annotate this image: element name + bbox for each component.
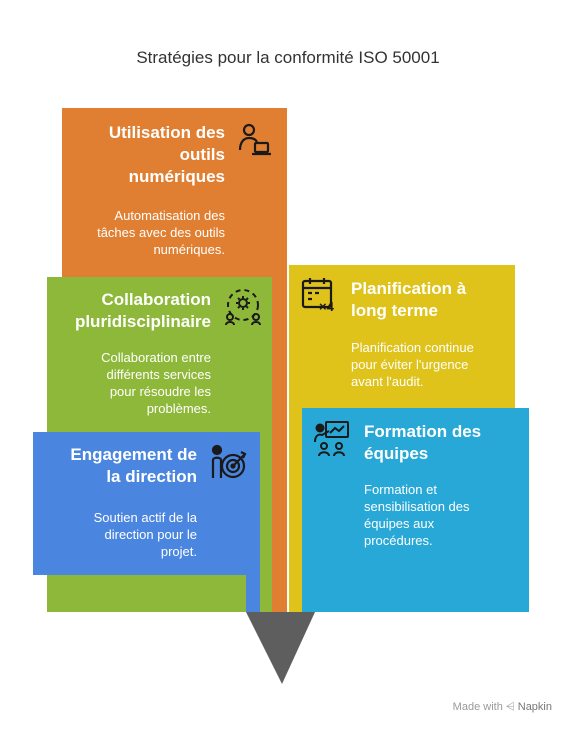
card-planification-description: Planification continue pour éviter l'urg… [351,340,474,389]
calendar-x4-icon: ×4 [301,278,335,314]
card-formation-description: Formation et sensibilisation des équipes… [364,482,470,548]
svg-text:×4: ×4 [319,299,335,314]
card-formation-title: Formation des équipes [364,422,482,463]
card-engagement-description: Soutien actif de la direction pour le pr… [93,510,197,559]
person-target-icon [211,444,247,479]
diagram-title: Stratégies pour la conformité ISO 50001 [136,48,440,67]
napkin-logo-icon: ⩤ [505,701,515,713]
card-outils-description: Automatisation des tâches avec des outil… [97,208,225,257]
card-collaboration-description: Collaboration entre différents services … [101,350,211,416]
team-gear-icon [225,289,261,326]
card-collaboration-title: Collaboration pluridisciplinaire [74,290,211,331]
card-outils-title: Utilisation des outils numériques [108,123,225,186]
stem-blue [246,575,260,612]
card-planification-title: Planification à long terme [351,279,467,320]
person-laptop-icon [238,123,271,156]
card-engagement: Engagement de la direction Soutien actif… [33,432,260,575]
card-formation: Formation des équipes Formation et sensi… [302,408,529,612]
presentation-icon [314,421,349,457]
footer-credit: Made with ⩤ Napkin [452,701,552,713]
card-engagement-title: Engagement de la direction [70,445,197,486]
footer-brand: Napkin [517,701,552,713]
